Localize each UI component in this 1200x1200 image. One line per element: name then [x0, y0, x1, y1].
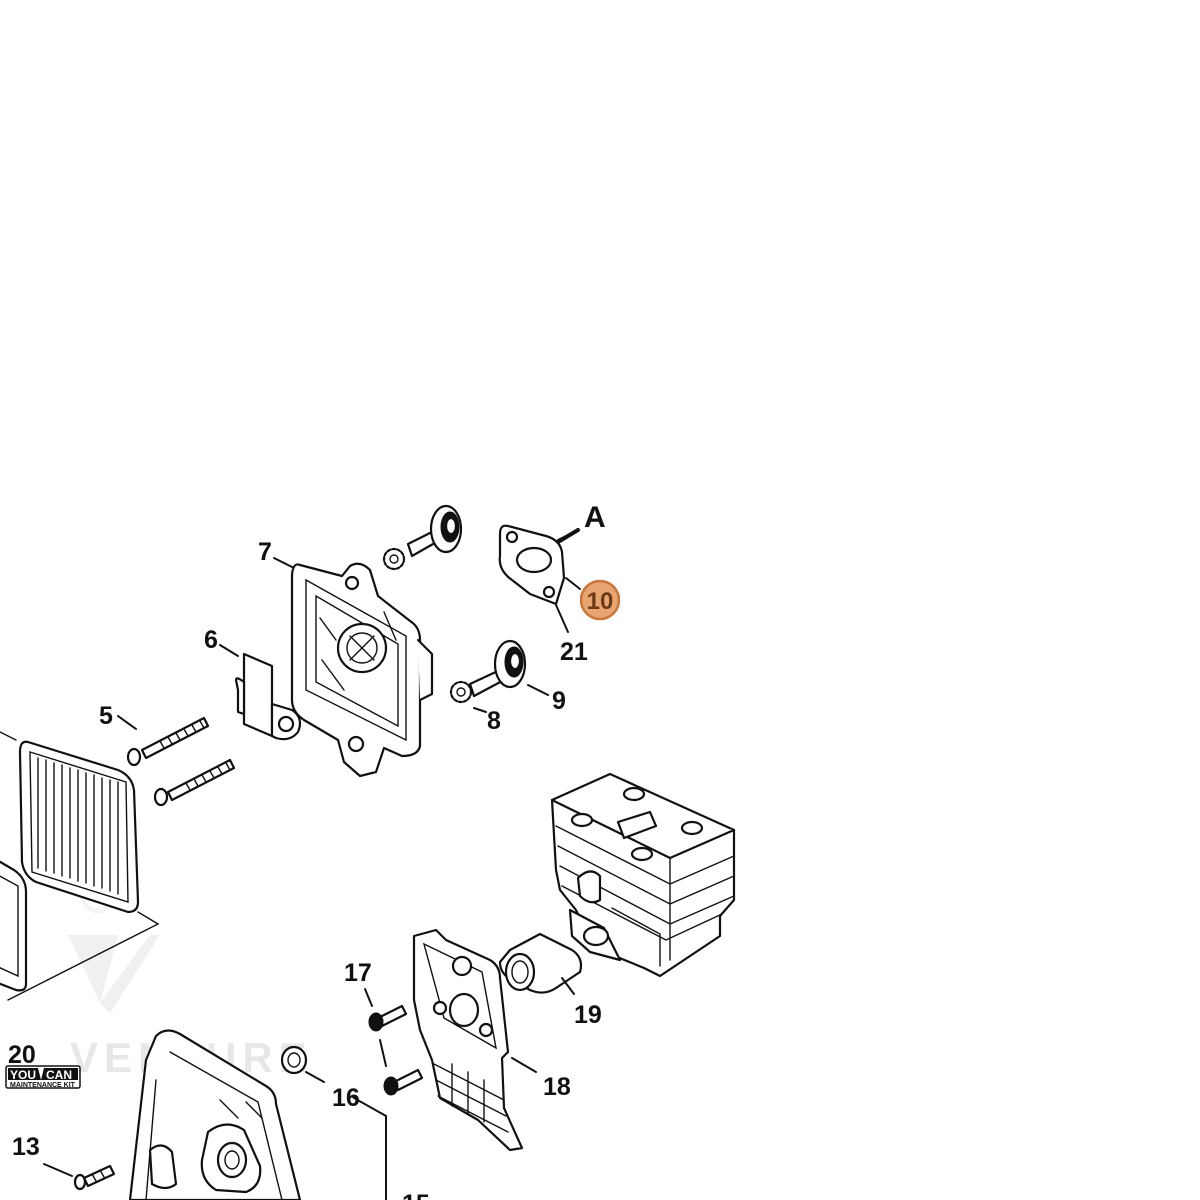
callout-5: 5	[99, 702, 113, 730]
gasket-plate-part-6	[234, 652, 302, 741]
callout-20: 20	[8, 1041, 36, 1069]
callout-17: 17	[344, 959, 372, 987]
filter-group-leader	[7, 911, 160, 1001]
view-arrow-a	[556, 528, 580, 544]
callout-15: 15	[402, 1190, 430, 1200]
screw-part-13	[73, 1164, 116, 1191]
callout-16: 16	[332, 1084, 360, 1112]
filter-base-part-7	[290, 562, 434, 778]
wrench-icon	[38, 1068, 44, 1080]
filter-cover-partial	[0, 860, 28, 992]
air-filter-element	[18, 740, 140, 914]
star-washer-lower-part-8	[449, 680, 473, 704]
callout-9: 9	[552, 687, 566, 715]
housing-part-15	[128, 1029, 302, 1200]
highlighted-part-badge[interactable]: 10	[579, 579, 621, 621]
callout-18: 18	[543, 1073, 571, 1101]
callout-19: 19	[574, 1001, 602, 1029]
screw-part-17-lower	[383, 1068, 424, 1096]
highlight-circle	[579, 579, 621, 621]
callout-8: 8	[487, 707, 501, 735]
carrier-plate-part-18	[412, 928, 524, 1152]
knob-screw-lower-part-9	[468, 639, 527, 698]
callout-10: 10	[587, 588, 614, 615]
gasket-part-21	[498, 524, 566, 606]
youcan-maintenance-kit-badge: YOU CAN MAINTENANCE KIT	[5, 1065, 81, 1089]
callout-7: 7	[258, 538, 272, 566]
intake-flange-part-19	[498, 932, 583, 994]
sleeve-part-16	[280, 1045, 308, 1075]
screw-part-5-lower	[153, 758, 236, 807]
cylinder	[550, 772, 736, 978]
callout-6: 6	[204, 626, 218, 654]
screw-part-17-upper	[368, 1004, 408, 1032]
screw-part-5-upper	[126, 716, 210, 767]
badge-text-left: YOU	[10, 1068, 36, 1082]
badge-text-right: CAN	[46, 1068, 72, 1082]
callout-21: 21	[560, 638, 588, 666]
knob-screw-upper	[406, 504, 463, 558]
callout-13: 13	[12, 1133, 40, 1161]
badge-subtitle: MAINTENANCE KIT	[10, 1082, 76, 1089]
star-washer-upper	[382, 547, 406, 571]
callout-a: A	[584, 501, 606, 534]
edge-leader	[0, 731, 17, 741]
